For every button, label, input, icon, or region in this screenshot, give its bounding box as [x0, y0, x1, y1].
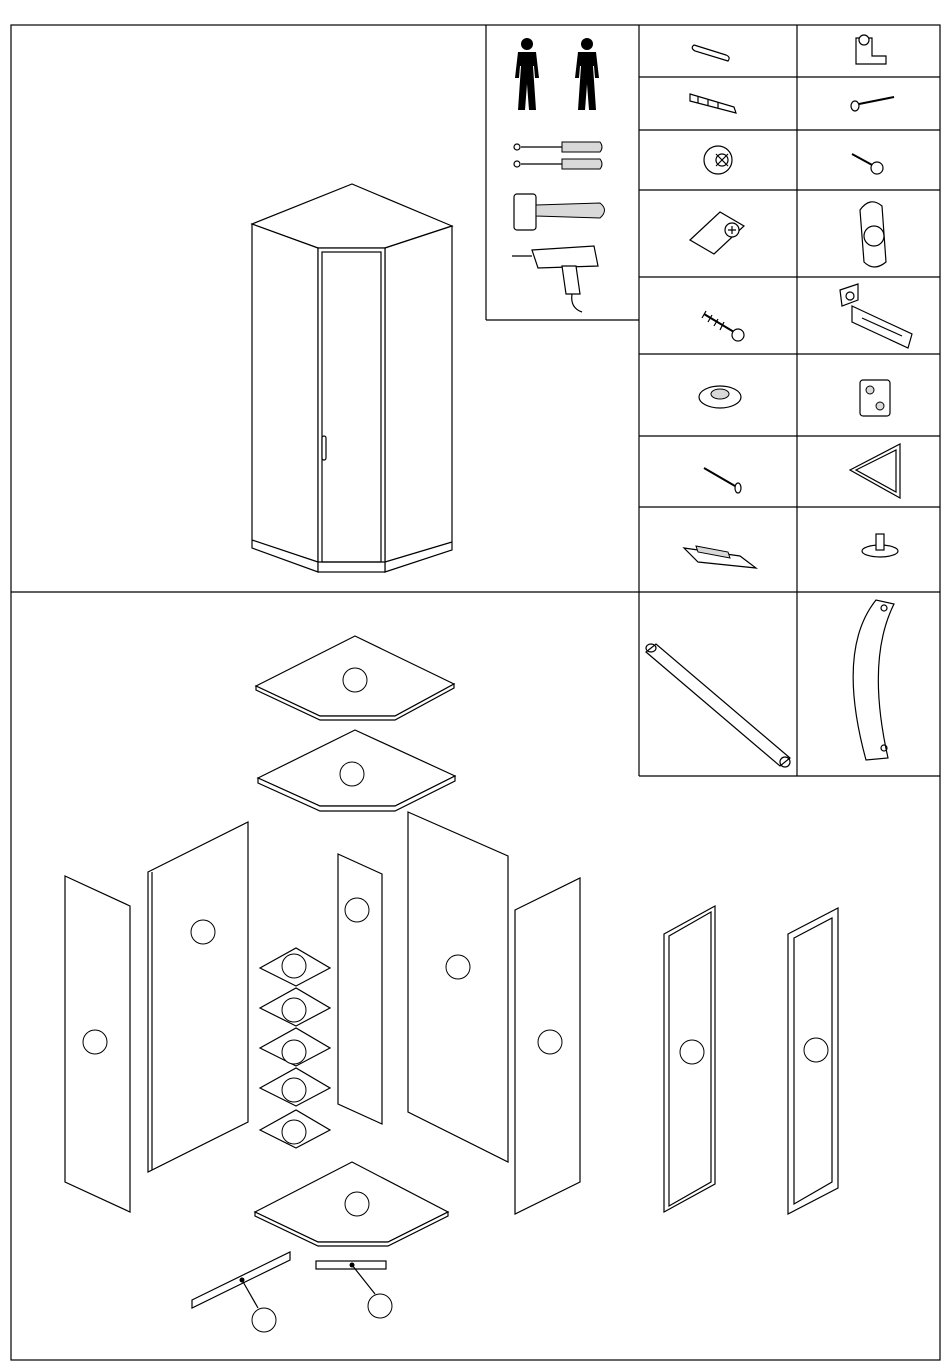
callout-plinth-left	[252, 1308, 276, 1332]
wardrobe-handle	[322, 436, 326, 460]
screwdriver-icon	[514, 159, 602, 169]
callout-door-stile	[680, 1040, 704, 1064]
hanging-rail-icon	[646, 644, 790, 767]
screw-cover-cap-icon	[699, 386, 741, 408]
assembled-wardrobe-illustration	[252, 184, 452, 572]
wooden-dowel-icon	[692, 45, 729, 61]
furniture-glide-icon	[684, 546, 756, 568]
callout-plinth-front	[368, 1294, 392, 1318]
callout-bottom-panel	[345, 1192, 369, 1216]
short-screw-icon	[852, 154, 883, 174]
callout-top-panel	[343, 668, 367, 692]
long-screw-icon	[851, 97, 894, 111]
hinge-mounting-plate-icon	[860, 380, 890, 416]
callout-large-back	[446, 955, 470, 979]
triangle-corner-brace-icon	[850, 444, 900, 498]
angle-bracket-icon	[690, 212, 744, 254]
callout-right-side	[538, 1030, 562, 1054]
cam-lock-icon	[704, 146, 732, 174]
adjustable-foot-icon	[862, 534, 898, 557]
rubber-mallet-icon	[514, 194, 605, 230]
callout-back-panel	[191, 920, 215, 944]
plastic-anchor-icon	[690, 94, 736, 113]
back-panel	[148, 822, 248, 1172]
callout-shelf-4	[282, 1078, 306, 1102]
large-back-panel	[408, 812, 508, 1162]
two-people-icon	[515, 38, 599, 110]
hanger-rail-support-icon	[860, 202, 886, 267]
callout-left-side	[83, 1030, 107, 1054]
callout-divider	[345, 898, 369, 922]
hinge-icon	[840, 284, 912, 348]
screwdriver-icon	[514, 142, 602, 152]
callout-shelf-2	[282, 998, 306, 1022]
door-handle-icon	[853, 600, 894, 760]
callout-door	[804, 1038, 828, 1062]
shelf-support-pin-icon	[856, 35, 886, 64]
callout-shelf-5	[282, 1120, 306, 1144]
callout-shelf-3	[282, 1040, 306, 1064]
power-drill-icon	[512, 246, 598, 312]
nail-icon	[704, 468, 741, 493]
callout-shelf-1	[282, 954, 306, 978]
chipboard-screw-icon	[702, 311, 744, 341]
callout-upper-shelf	[340, 762, 364, 786]
shelf-divider-panel	[338, 854, 382, 1124]
